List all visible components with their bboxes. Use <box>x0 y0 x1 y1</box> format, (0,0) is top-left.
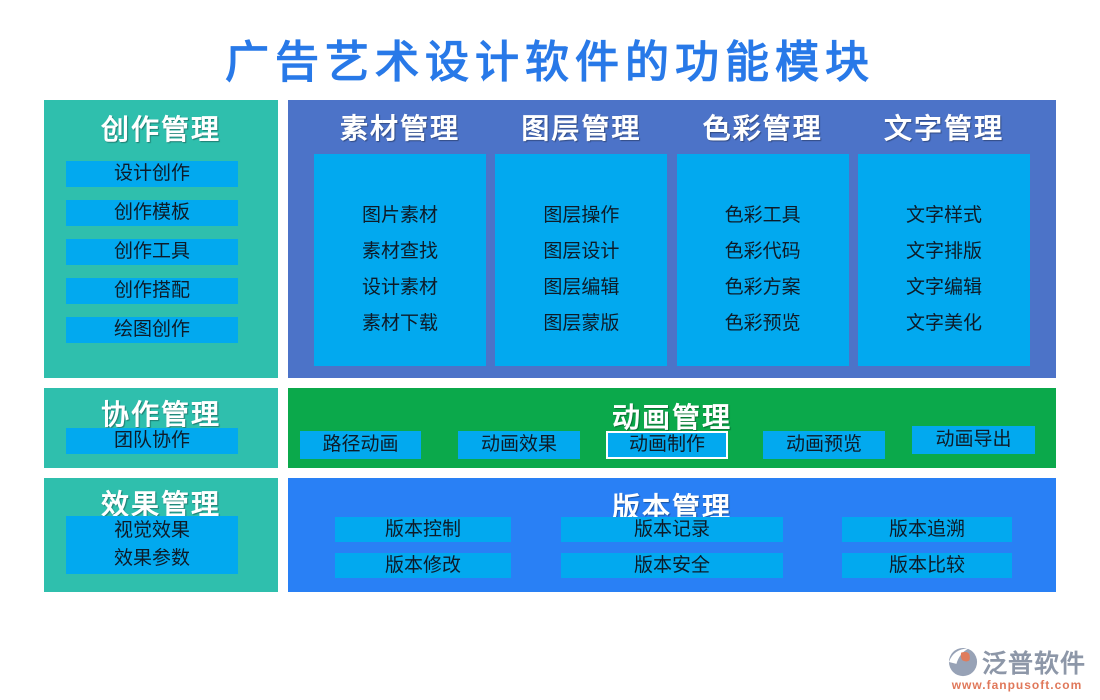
text-header: 文字管理 <box>883 114 1004 145</box>
button-creation-matching[interactable]: 创作搭配 <box>66 278 238 304</box>
item-visual-effects: 视觉效果 <box>113 520 190 541</box>
column-text-management: 文字管理 文字样式 文字排版 文字编辑 文字美化 <box>857 100 1030 378</box>
button-creation-template[interactable]: 创作模板 <box>66 200 238 226</box>
button-creation-tools[interactable]: 创作工具 <box>66 239 238 265</box>
panel-effects-management: 效果管理 视觉效果 效果参数 <box>44 478 278 592</box>
button-version-security[interactable]: 版本安全 <box>561 553 783 578</box>
button-version-modify[interactable]: 版本修改 <box>335 553 511 578</box>
button-animation-export[interactable]: 动画导出 <box>912 426 1035 454</box>
panel-animation-management: 动画管理 路径动画 动画效果 动画制作 动画预览 动画导出 <box>288 388 1056 468</box>
item-layer-mask: 图层蒙版 <box>543 313 620 334</box>
collaboration-header: 协作管理 <box>100 400 221 431</box>
animation-header: 动画管理 <box>611 403 732 434</box>
item-material-download: 素材下载 <box>361 313 438 334</box>
item-picture-material: 图片素材 <box>361 205 438 226</box>
item-layer-operation: 图层操作 <box>543 205 620 226</box>
layer-header: 图层管理 <box>521 114 642 145</box>
color-card: 色彩工具 色彩代码 色彩方案 色彩预览 <box>676 154 849 366</box>
button-animation-preview[interactable]: 动画预览 <box>763 431 885 459</box>
panel-collaboration-management: 协作管理 团队协作 <box>44 388 278 468</box>
button-version-control[interactable]: 版本控制 <box>335 517 511 542</box>
button-animation-effect[interactable]: 动画效果 <box>458 431 580 459</box>
layer-card: 图层操作 图层设计 图层编辑 图层蒙版 <box>495 154 668 366</box>
item-material-search: 素材查找 <box>361 241 438 262</box>
effects-item-box[interactable]: 视觉效果 效果参数 <box>66 516 238 574</box>
column-layer-management: 图层管理 图层操作 图层设计 图层编辑 图层蒙版 <box>495 100 668 378</box>
button-version-trace[interactable]: 版本追溯 <box>842 517 1012 542</box>
button-design-creation[interactable]: 设计创作 <box>66 161 238 187</box>
brand-name: 泛普软件 <box>981 650 1086 678</box>
item-text-edit: 文字编辑 <box>905 277 982 298</box>
button-version-compare[interactable]: 版本比较 <box>842 553 1012 578</box>
column-material-management: 素材管理 图片素材 素材查找 设计素材 素材下载 <box>314 100 486 378</box>
item-layer-design: 图层设计 <box>543 241 620 262</box>
page-title: 广告艺术设计软件的功能模块 <box>225 38 875 87</box>
effects-header: 效果管理 <box>100 490 221 521</box>
item-color-code: 色彩代码 <box>724 241 801 262</box>
button-drawing-creation[interactable]: 绘图创作 <box>66 317 238 343</box>
material-header: 素材管理 <box>339 114 460 145</box>
brand-url[interactable]: www.fanpusoft.com <box>951 678 1083 692</box>
button-version-record[interactable]: 版本记录 <box>561 517 783 542</box>
item-color-scheme: 色彩方案 <box>724 277 801 298</box>
item-text-style: 文字样式 <box>905 205 982 226</box>
fanpu-logo-icon <box>948 647 978 677</box>
color-header: 色彩管理 <box>702 114 823 145</box>
item-design-material: 设计素材 <box>361 277 438 298</box>
creation-header: 创作管理 <box>100 115 221 146</box>
text-card: 文字样式 文字排版 文字编辑 文字美化 <box>857 154 1030 366</box>
material-card: 图片素材 素材查找 设计素材 素材下载 <box>314 154 486 366</box>
item-text-beautify: 文字美化 <box>905 313 982 334</box>
item-layer-edit: 图层编辑 <box>543 277 620 298</box>
column-color-management: 色彩管理 色彩工具 色彩代码 色彩方案 色彩预览 <box>676 100 849 378</box>
button-path-animation[interactable]: 路径动画 <box>300 431 421 459</box>
panel-main-modules: 素材管理 图片素材 素材查找 设计素材 素材下载 图层管理 图层操作 图层设计 … <box>288 100 1056 378</box>
item-text-layout: 文字排版 <box>905 241 982 262</box>
item-color-preview: 色彩预览 <box>724 313 801 334</box>
button-team-collaboration[interactable]: 团队协作 <box>66 428 238 454</box>
item-color-tools: 色彩工具 <box>724 205 801 226</box>
button-animation-production[interactable]: 动画制作 <box>606 431 728 459</box>
panel-creation-management: 创作管理 设计创作 创作模板 创作工具 创作搭配 绘图创作 <box>44 100 278 378</box>
item-effect-parameters: 效果参数 <box>113 548 190 569</box>
footer-logo: 泛普软件 www.fanpusoft.com <box>948 644 1086 692</box>
panel-version-management: 版本管理 版本控制 版本记录 版本追溯 版本修改 版本安全 版本比较 <box>288 478 1056 592</box>
